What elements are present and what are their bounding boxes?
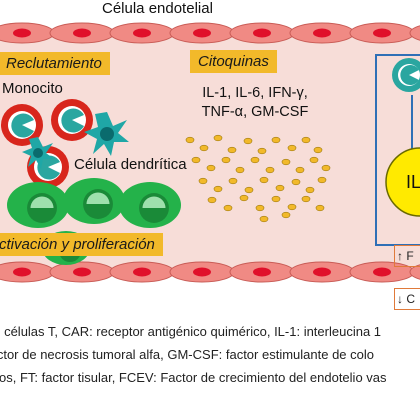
endothelial-cell xyxy=(229,22,295,44)
cytokine-line-1: IL-1, IL-6, IFN-γ, xyxy=(202,85,308,101)
cytokine-dot xyxy=(213,185,223,193)
cytokine-dot xyxy=(271,195,281,203)
cytokine-dot xyxy=(206,164,216,172)
endothelial-layer-bottom xyxy=(0,261,420,283)
cytokine-dot xyxy=(317,176,327,184)
endothelial-cell xyxy=(169,22,235,44)
endothelial-cell xyxy=(169,261,235,283)
endothelial-cell xyxy=(229,261,295,283)
endothelial-cell xyxy=(109,261,175,283)
endothelial-cell xyxy=(349,261,415,283)
il-circle xyxy=(385,147,420,217)
reclutamiento-label: Reclutamiento xyxy=(6,55,102,72)
cytokine-dot xyxy=(185,136,195,144)
cytokine-dot xyxy=(228,177,238,185)
cytokine-dot xyxy=(213,134,223,142)
cytokine-dot xyxy=(295,166,305,174)
cytokine-dot xyxy=(287,144,297,152)
reclutamiento-box: Reclutamiento xyxy=(0,52,110,75)
cytokine-line-2: TNF-α, GM-CSF xyxy=(201,104,309,120)
right-tag-up: ↑ F xyxy=(394,245,420,267)
cytokine-dot xyxy=(301,195,311,203)
monocyte-cell xyxy=(1,104,43,146)
endothelial-cell xyxy=(349,22,415,44)
cytokine-dot xyxy=(223,204,233,212)
cytokine-list: IL-1, IL-6, IFN-γ, TNF-α, GM-CSF xyxy=(175,84,335,122)
endothelial-cell xyxy=(49,22,115,44)
activacion-label: ctivación y proliferación xyxy=(0,236,155,253)
cytokine-dot xyxy=(305,186,315,194)
dendritic-cell xyxy=(22,137,54,169)
monocyte-cell xyxy=(51,99,93,141)
cytokine-dot xyxy=(207,196,217,204)
endothelial-cell xyxy=(49,261,115,283)
endothelial-cell xyxy=(0,261,55,283)
cytokine-dot xyxy=(221,156,231,164)
t-cell xyxy=(119,182,181,228)
cytokine-dot xyxy=(281,158,291,166)
citoquinas-box: Citoquinas xyxy=(190,50,277,73)
right-tag-down: ↓ C xyxy=(394,288,420,310)
endothelial-cell xyxy=(0,22,55,44)
cytokine-dot xyxy=(227,146,237,154)
cytokine-dot xyxy=(287,203,297,211)
cytokine-dot xyxy=(259,215,269,223)
t-cell xyxy=(7,182,69,228)
cytokine-dot xyxy=(315,204,325,212)
caption-line-1: de células T, CAR: receptor antigénico q… xyxy=(0,324,382,339)
t-cell-group xyxy=(7,178,181,265)
cytokine-dot xyxy=(199,144,209,152)
activacion-box: ctivación y proliferación xyxy=(0,233,163,256)
dendritic-cell xyxy=(84,112,129,156)
il-label: IL xyxy=(406,172,420,192)
right-monocyte xyxy=(392,58,420,92)
page-title: Célula endotelial xyxy=(102,0,213,17)
citoquinas-label: Citoquinas xyxy=(198,53,269,70)
figure-caption: de células T, CAR: receptor antigénico q… xyxy=(0,320,420,389)
cytokine-dot xyxy=(244,186,254,194)
cytokine-dot xyxy=(191,156,201,164)
endothelial-cell xyxy=(409,264,420,280)
monocito-label: Monocito xyxy=(2,80,63,97)
endothelial-cell xyxy=(409,25,420,41)
dendritic-cell-label: Célula dendrítica xyxy=(74,156,187,173)
cytokine-dot xyxy=(313,146,323,154)
cytokine-dot xyxy=(259,176,269,184)
cytokine-dot xyxy=(235,166,245,174)
endothelial-layer-top xyxy=(0,22,420,44)
cytokine-dot xyxy=(239,194,249,202)
endothelial-cell xyxy=(289,22,355,44)
cytokine-dot xyxy=(275,184,285,192)
caption-line-3: citos, FT: factor tisular, FCEV: Factor … xyxy=(0,370,387,385)
t-cell xyxy=(63,178,125,224)
caption-line-2: factor de necrosis tumoral alfa, GM-CSF:… xyxy=(0,347,374,362)
cytokine-dot xyxy=(301,136,311,144)
endothelial-cell xyxy=(289,261,355,283)
cytokine-dot xyxy=(198,177,208,185)
cytokine-dot xyxy=(243,137,253,145)
cytokine-dot xyxy=(309,156,319,164)
cytokine-dot xyxy=(255,204,265,212)
cytokine-particles xyxy=(185,134,331,223)
cytokine-dot xyxy=(281,211,291,219)
cytokine-dot xyxy=(265,166,275,174)
endothelial-cell xyxy=(109,22,175,44)
cytokine-dot xyxy=(271,136,281,144)
cytokine-dot xyxy=(321,164,331,172)
cytokine-dot xyxy=(291,178,301,186)
cytokine-dot xyxy=(257,147,267,155)
cytokine-dot xyxy=(250,156,260,164)
